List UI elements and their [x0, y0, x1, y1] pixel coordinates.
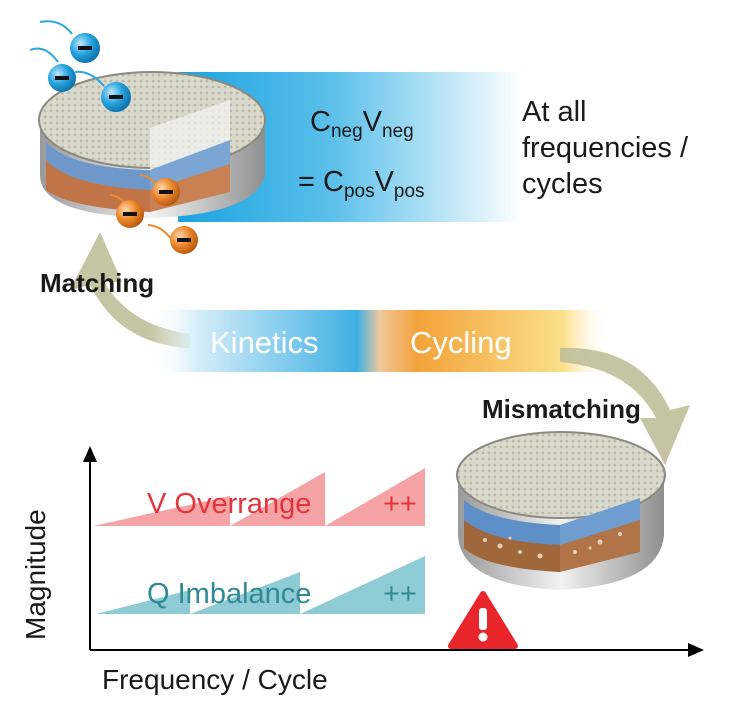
y-axis-label: Magnitude	[20, 509, 51, 640]
x-axis-label: Frequency / Cycle	[102, 664, 328, 695]
equation-line-1: CnegVneg	[310, 106, 414, 142]
cycling-label: Cycling	[410, 325, 512, 360]
anion-icon	[29, 20, 131, 112]
condition-text: At all frequencies / cycles	[522, 96, 689, 200]
q-imbalance-label: Q Imbalance	[147, 578, 312, 610]
kinetics-label: Kinetics	[210, 325, 319, 360]
cation-icon	[109, 174, 198, 254]
coin-cell-degraded-icon	[456, 431, 666, 590]
q-imbalance-wedges	[96, 556, 425, 614]
v-overrange-plus: ++	[383, 488, 417, 520]
curved-arrow-icon	[70, 232, 190, 348]
warning-icon	[448, 591, 518, 649]
kinetics-cycling-bar	[150, 310, 610, 372]
curved-arrow-icon	[560, 347, 690, 465]
q-imbalance-plus: ++	[383, 578, 417, 610]
matching-label: Matching	[40, 268, 155, 298]
chart-axes	[83, 446, 704, 657]
v-overrange-wedges	[93, 468, 425, 526]
v-overrange-label: V Overrange	[147, 488, 312, 520]
coin-cell-intact-icon	[38, 71, 266, 218]
equation-line-2: = CposVpos	[298, 166, 425, 202]
mismatching-label: Mismatching	[482, 394, 641, 424]
